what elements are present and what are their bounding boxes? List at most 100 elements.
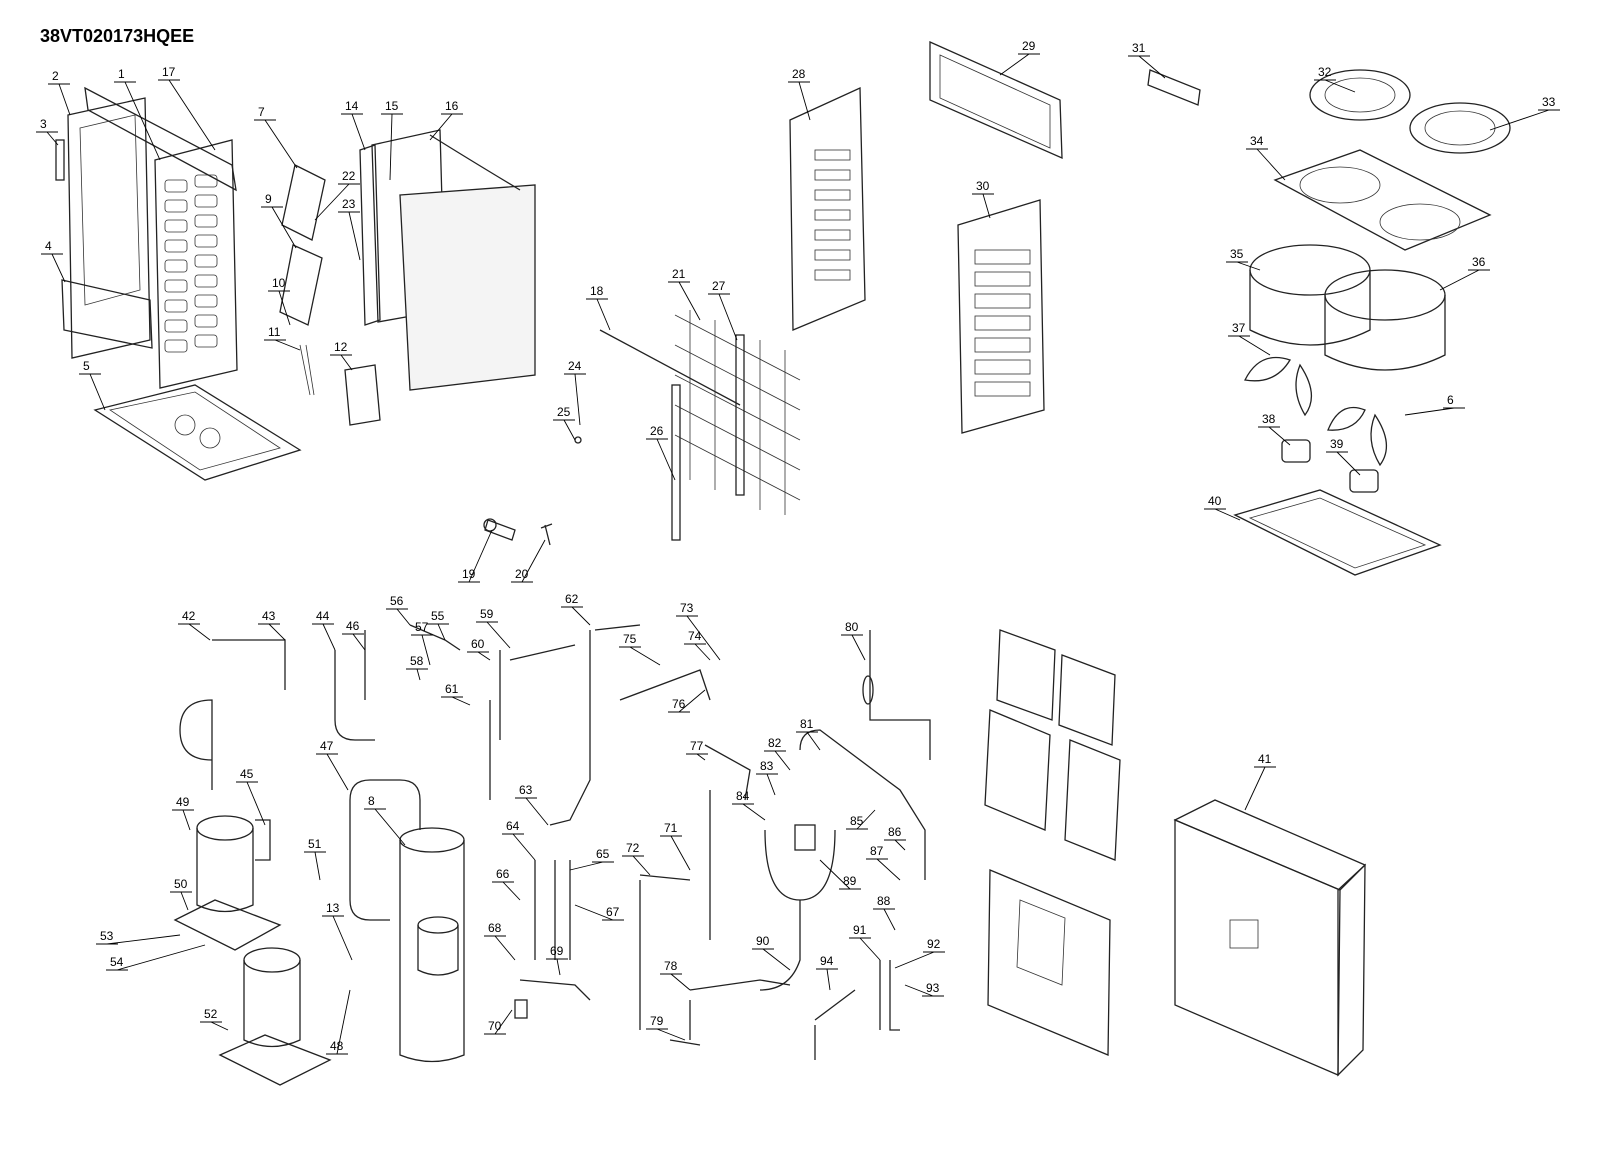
callout-number: 47 (320, 739, 334, 753)
callout-25: 25 (553, 405, 576, 441)
callout-number: 50 (174, 877, 188, 891)
accumulator (349, 779, 465, 1063)
callout-18: 18 (586, 284, 611, 331)
callout-leader-line (326, 753, 349, 791)
callout-35: 35 (1226, 247, 1261, 271)
callout-46: 46 (342, 619, 366, 651)
callout-number: 21 (672, 267, 686, 281)
callout-number: 37 (1232, 321, 1246, 335)
callout-12: 12 (330, 340, 353, 371)
callout-68: 68 (484, 921, 516, 961)
callout-leader-line (859, 937, 881, 961)
callout-number: 48 (330, 1039, 344, 1053)
callout-8: 8 (364, 794, 406, 846)
side-clip (55, 139, 65, 181)
callout-54: 54 (106, 944, 206, 971)
callout-number: 53 (100, 929, 114, 943)
callout-number: 23 (342, 197, 356, 211)
callout-43: 43 (258, 609, 286, 641)
callout-leader-line (856, 809, 876, 830)
callout-number: 83 (760, 759, 774, 773)
callout-65: 65 (569, 847, 614, 871)
callout-leader-line (894, 839, 906, 851)
callout-leader-line (1268, 426, 1291, 446)
callout-30: 30 (972, 179, 994, 219)
callout-leader-line (904, 984, 934, 997)
callout-leader-line (477, 651, 491, 661)
callout-34: 34 (1246, 134, 1286, 181)
callout-67: 67 (574, 904, 624, 921)
callout-number: 17 (162, 65, 176, 79)
callout-leader-line (210, 1021, 229, 1031)
callout-45: 45 (236, 767, 266, 826)
callout-leader-line (1214, 508, 1241, 521)
callout-number: 12 (334, 340, 348, 354)
callout-number: 45 (240, 767, 254, 781)
callout-leader-line (494, 935, 516, 961)
callout-leader-line (632, 855, 651, 876)
callout-3: 3 (36, 117, 59, 146)
callout-94: 94 (816, 954, 838, 991)
callout-number: 22 (342, 169, 356, 183)
callout-number: 72 (626, 841, 640, 855)
front-panel-frame (67, 97, 151, 359)
callout-number: 58 (410, 654, 424, 668)
callout-87: 87 (866, 844, 901, 881)
callout-leader-line (124, 81, 161, 161)
callout-leader-line (894, 951, 935, 969)
callout-number: 91 (853, 923, 867, 937)
callout-72: 72 (622, 841, 651, 876)
callout-leader-line (1489, 109, 1550, 131)
callout-86: 86 (884, 825, 906, 851)
callout-number: 31 (1132, 41, 1146, 55)
callout-number: 90 (756, 934, 770, 948)
callout-number: 44 (316, 609, 330, 623)
callout-60: 60 (467, 637, 491, 661)
callout-number: 80 (845, 620, 859, 634)
callout-44: 44 (312, 609, 336, 651)
callout-74: 74 (684, 629, 711, 661)
callout-21: 21 (668, 267, 701, 321)
callout-number: 34 (1250, 134, 1264, 148)
callout-leader-line (718, 293, 738, 341)
callout-number: 57 (415, 620, 429, 634)
callout-leader-line (494, 1009, 513, 1035)
callout-number: 56 (390, 594, 404, 608)
callout-number: 13 (326, 901, 340, 915)
callout-33: 33 (1489, 95, 1560, 131)
callout-number: 74 (688, 629, 702, 643)
callout-leader-line (188, 623, 211, 641)
fan-guards (1309, 69, 1511, 154)
callout-leader-line (268, 623, 286, 641)
callout-number: 69 (550, 944, 564, 958)
callout-leader-line (766, 773, 776, 796)
callout-number: 68 (488, 921, 502, 935)
callout-leader-line (429, 113, 453, 141)
callout-leader-line (1256, 148, 1286, 181)
callout-53: 53 (96, 929, 181, 945)
callout-leader-line (180, 891, 189, 911)
callout-number: 35 (1230, 247, 1244, 261)
callout-number: 7 (258, 105, 265, 119)
callout-leader-line (571, 606, 591, 626)
callout-61: 61 (441, 682, 471, 706)
callout-number: 64 (506, 819, 520, 833)
callout-83: 83 (756, 759, 778, 796)
motor-bracket (1233, 489, 1442, 576)
callout-51: 51 (304, 837, 326, 881)
callout-leader-line (340, 354, 353, 371)
callout-leader-line (421, 634, 431, 666)
callout-leader-line (574, 373, 581, 426)
callout-28: 28 (788, 67, 811, 121)
callout-number: 15 (385, 99, 399, 113)
distributor-assembly (279, 164, 326, 396)
callout-leader-line (486, 621, 511, 649)
callout-leader-line (686, 615, 721, 661)
callout-leader-line (468, 529, 493, 583)
callout-number: 20 (515, 567, 529, 581)
callout-leader-line (819, 859, 851, 890)
fan-motors (1281, 439, 1379, 493)
callout-42: 42 (178, 609, 211, 641)
callout-36: 36 (1439, 255, 1490, 291)
